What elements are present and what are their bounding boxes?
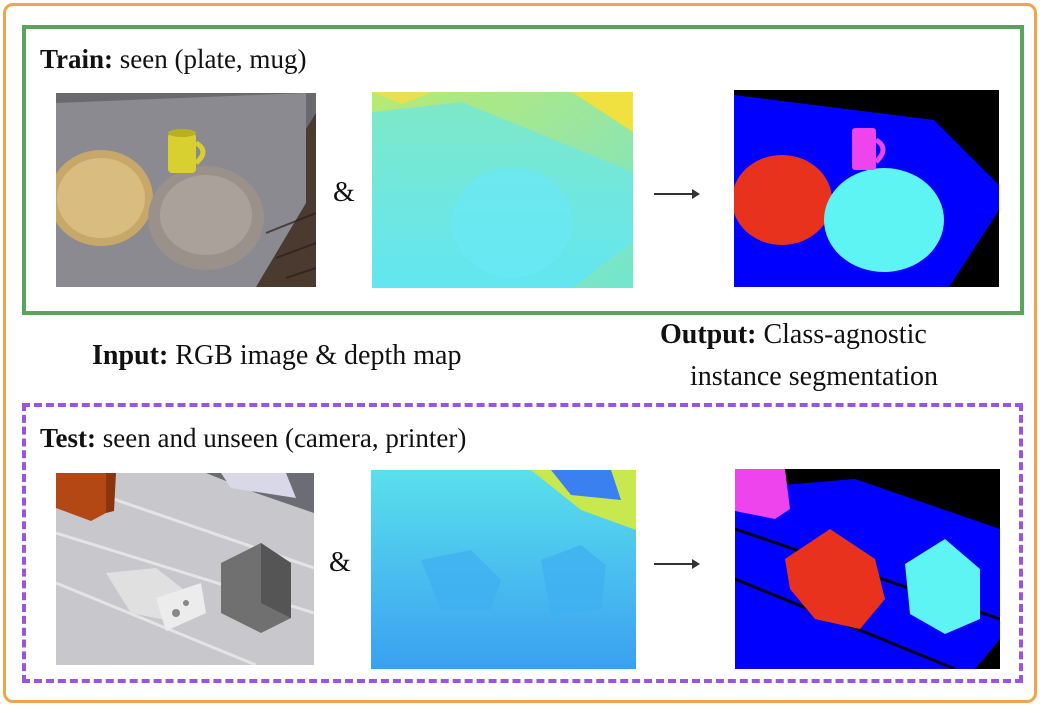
train-arrow xyxy=(654,178,700,204)
output-text-line1: Class-agnostic xyxy=(763,319,927,350)
train-rgb-image xyxy=(56,93,316,287)
test-depth-map xyxy=(371,470,636,669)
test-ampersand: & xyxy=(329,547,351,578)
test-rgb-image xyxy=(56,473,314,665)
output-label: Output: xyxy=(660,319,757,350)
test-segmentation xyxy=(735,469,1000,669)
test-label: Test: xyxy=(40,423,97,453)
train-title: Train: seen (plate, mug) xyxy=(40,44,306,74)
train-section-box xyxy=(22,25,1024,315)
train-ampersand: & xyxy=(333,177,355,208)
input-label: Input: xyxy=(92,340,169,371)
train-text: seen (plate, mug) xyxy=(119,44,307,74)
train-segmentation xyxy=(734,90,999,287)
input-text: RGB image & depth map xyxy=(175,340,462,371)
train-label: Train: xyxy=(40,44,113,74)
output-caption-line2: instance segmentation xyxy=(690,361,939,392)
test-title: Test: seen and unseen (camera, printer) xyxy=(40,423,466,453)
train-depth-map xyxy=(372,92,633,288)
outer-frame xyxy=(3,3,1037,703)
test-text: seen and unseen (camera, printer) xyxy=(102,423,467,453)
test-section-box xyxy=(22,403,1023,683)
test-arrow xyxy=(654,548,700,574)
input-caption: Input: RGB image & depth map xyxy=(92,339,461,373)
output-caption-line1: Output: Class-agnostic xyxy=(660,318,927,352)
